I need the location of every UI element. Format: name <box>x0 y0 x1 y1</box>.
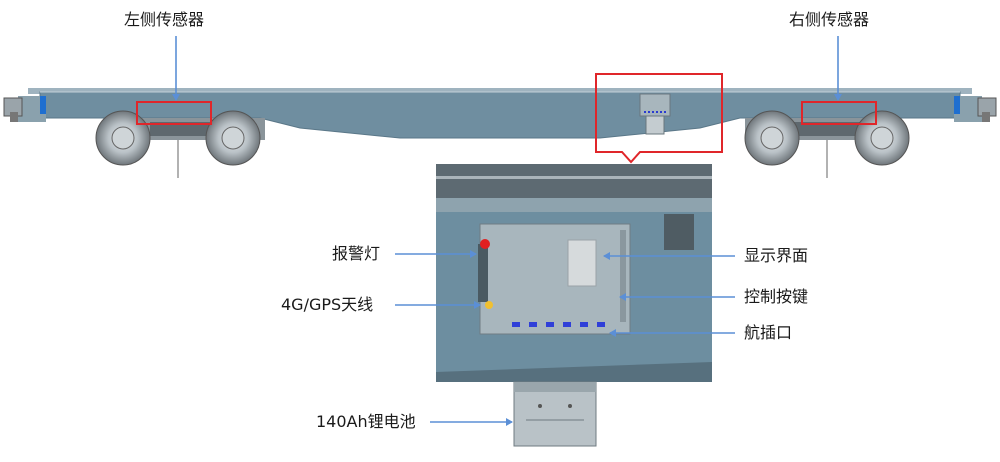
center-device-mini <box>639 93 671 135</box>
battery-box <box>513 381 597 447</box>
callout-arrows <box>172 36 842 426</box>
display-label: 显示界面 <box>744 246 809 265</box>
left-coupler <box>3 96 46 122</box>
right-coupler <box>954 96 997 122</box>
control-keys-label: 控制按键 <box>744 287 809 306</box>
left-sensor-label: 左侧传感器 <box>124 10 205 29</box>
controller-box <box>478 214 694 335</box>
flatcar-body <box>18 88 982 139</box>
right-sensor-highlight <box>801 101 877 125</box>
battery-label: 140Ah锂电池 <box>316 412 416 431</box>
right-sensor-label: 右侧传感器 <box>789 10 870 29</box>
zoom-panel <box>436 164 712 382</box>
aviation-plug-label: 航插口 <box>744 323 793 342</box>
left-sensor-highlight <box>136 101 212 125</box>
alarm-light-label: 报警灯 <box>332 244 381 263</box>
antenna-label: 4G/GPS天线 <box>281 295 374 314</box>
right-bogie <box>744 110 910 178</box>
center-device-highlight <box>595 73 723 164</box>
left-bogie <box>95 110 265 178</box>
